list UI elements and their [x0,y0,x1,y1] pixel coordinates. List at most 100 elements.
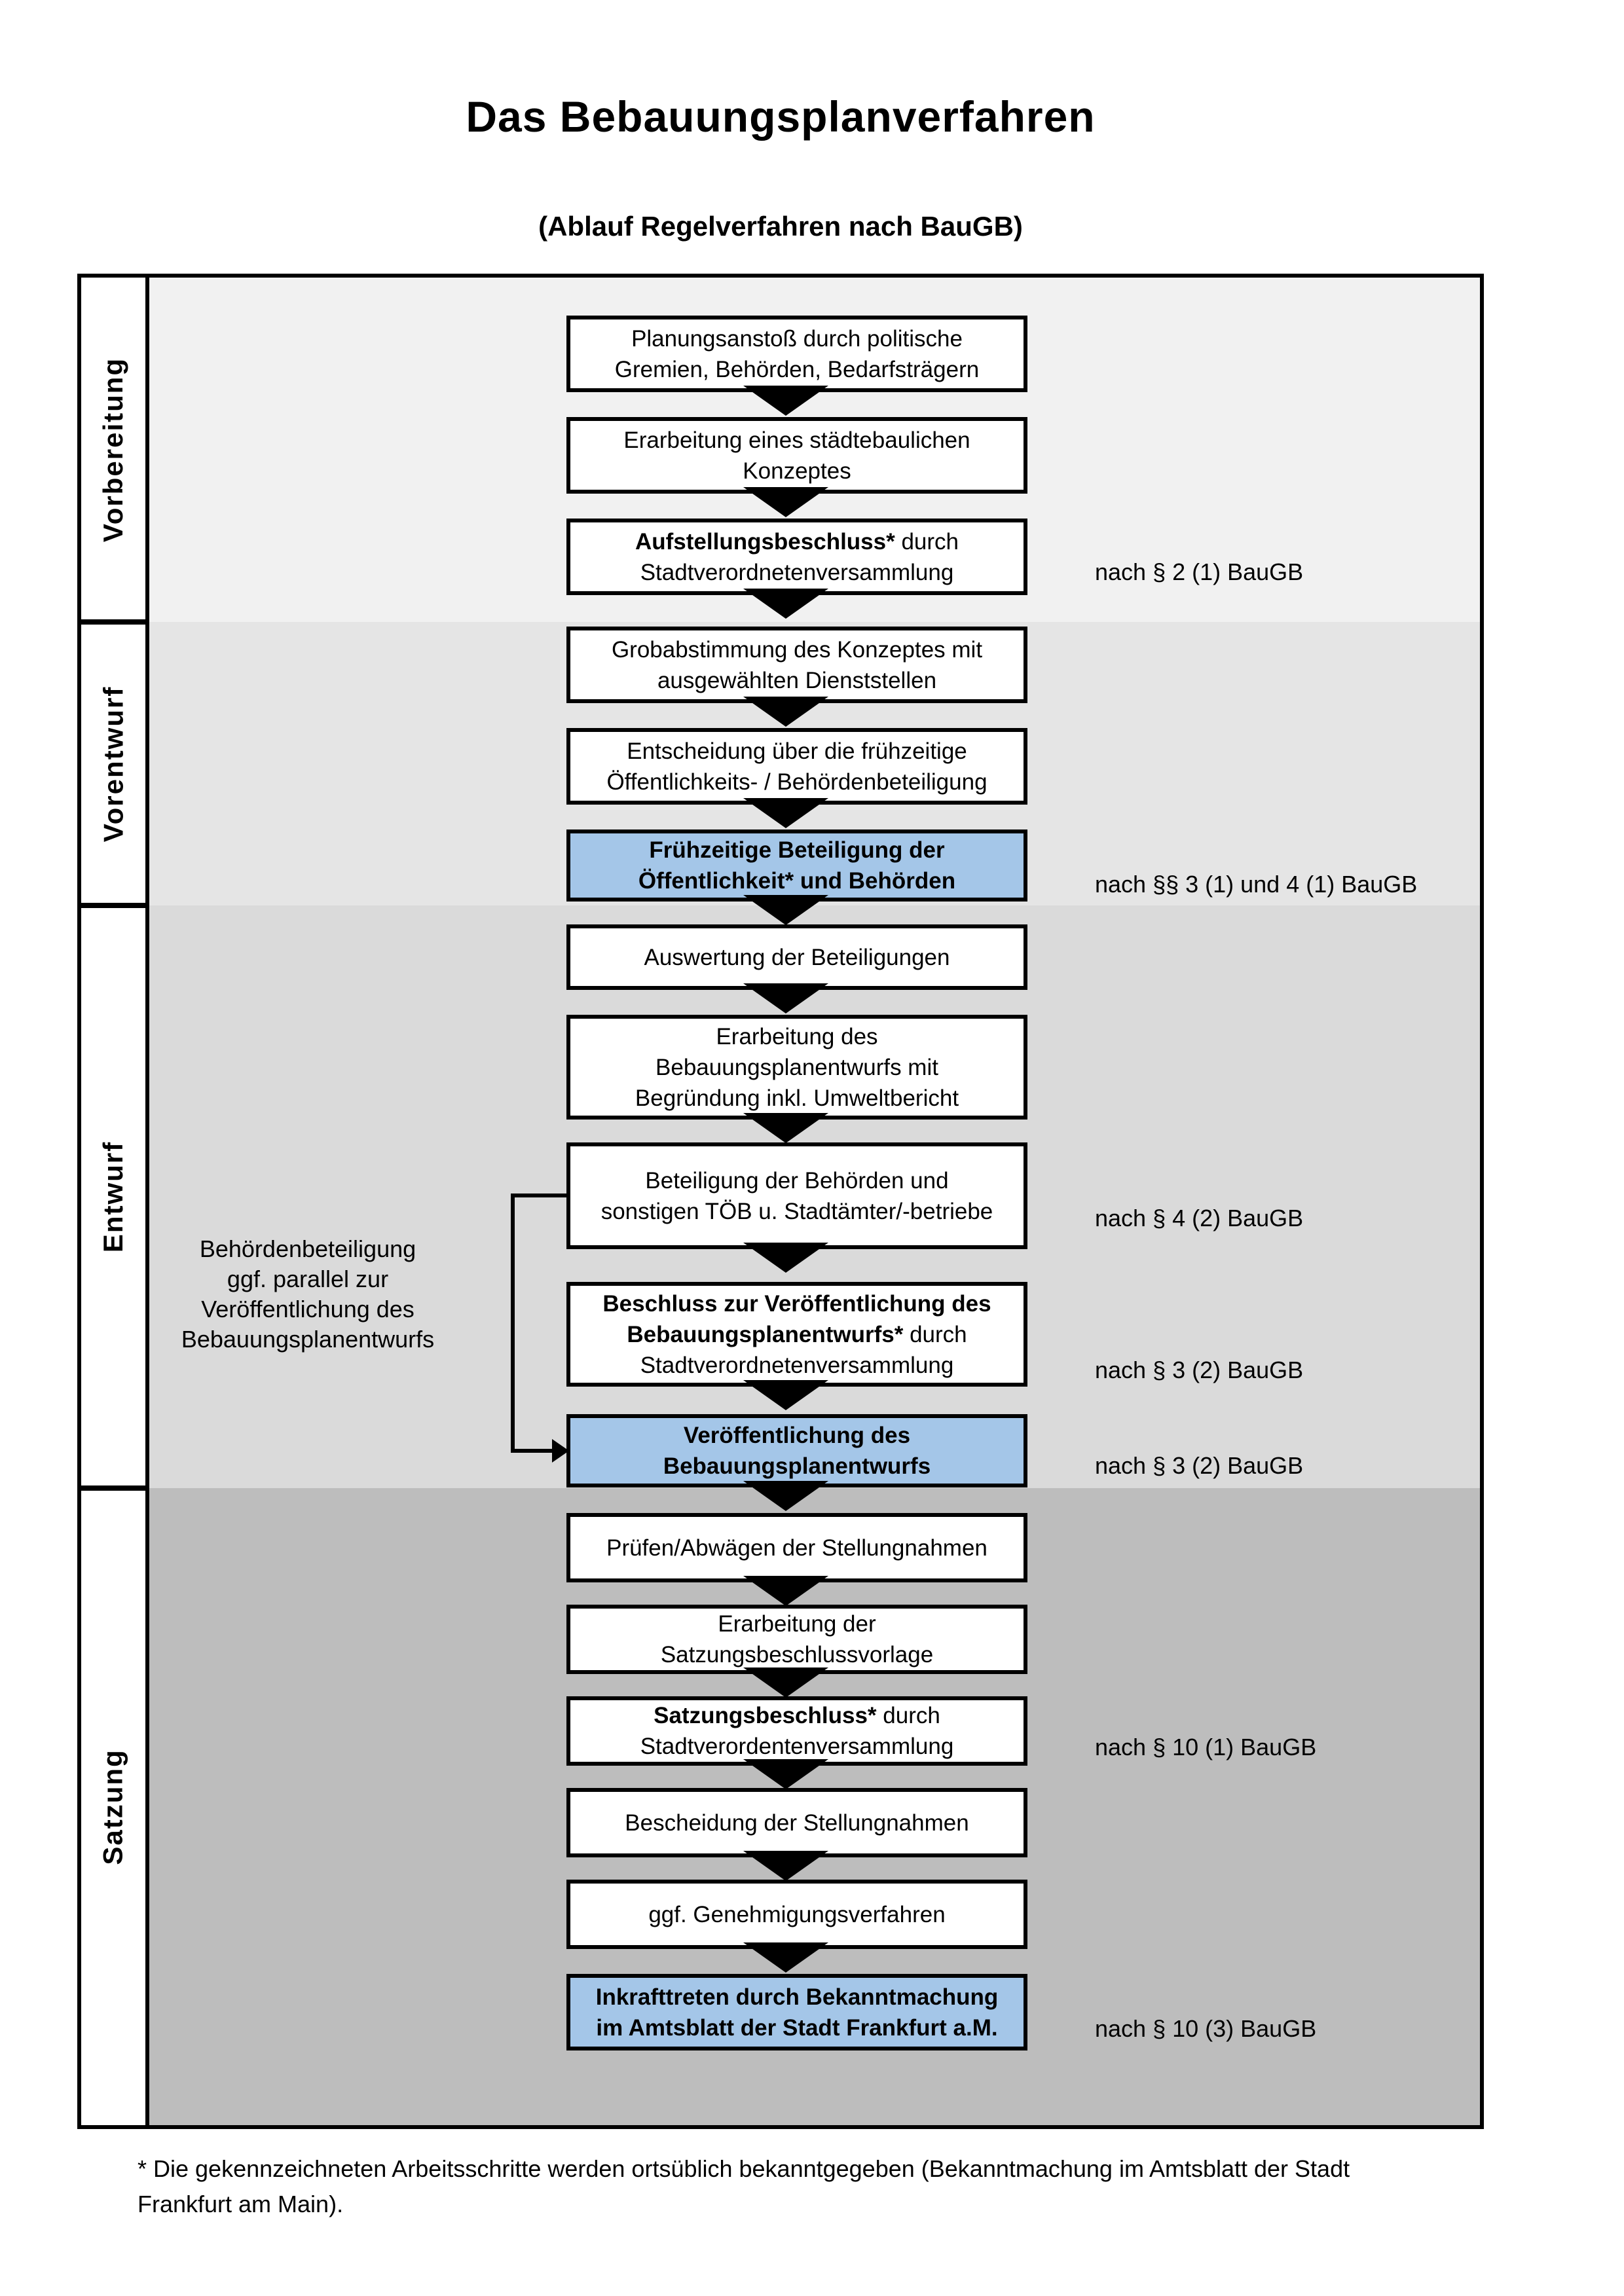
side-note-line: Bebauungsplanentwurfs [181,1326,435,1353]
step-text-line: Gremien, Behörden, Bedarfsträgern [614,356,980,382]
step-text-line: Begründung inkl. Umweltbericht [635,1085,959,1111]
elbow-connector-vertical [511,1194,515,1453]
law-ref-aufstellungsbeschluss: nach § 2 (1) BauGB [1095,558,1304,585]
step-text-line: Frühzeitige Beteiligung der [649,837,945,863]
phase-divider [81,619,149,625]
step-text-line: Stadtverordnetenversammlung [640,559,954,585]
step-text-line: Erarbeitung der [718,1611,876,1637]
law-ref-satzungsbeschluss: nach § 10 (1) BauGB [1095,1734,1317,1760]
step-text-bold: Inkrafttreten [595,1984,729,2010]
down-arrow-icon [743,1481,828,1511]
down-arrow-icon [743,386,828,416]
page-title: Das Bebauungsplanverfahren [466,92,1096,141]
phase-cell-entwurf: Entwurf [81,905,145,1488]
down-arrow-icon [743,1576,828,1606]
step-text-line: Beteiligung der Behörden und [645,1167,949,1194]
down-arrow-icon [743,589,828,619]
step-satzungsbeschluss: Satzungsbeschluss* durch Stadtverordente… [566,1696,1027,1766]
footnote-line: Frankfurt am Main). [138,2191,344,2217]
phase-label-column-border [145,278,149,2125]
step-text-bold: Satzungsbeschluss* [654,1703,877,1728]
phase-label-column [81,278,145,2125]
phase-cell-vorentwurf: Vorentwurf [81,622,145,905]
step-text-line: Bebauungsplanentwurfs* durch [627,1319,967,1350]
step-text-line: im Amtsblatt der Stadt Frankfurt a.M. [596,2014,998,2041]
phase-label-entwurf: Entwurf [98,1140,128,1253]
step-text-rest: durch [895,528,959,555]
down-arrow-icon [743,1243,828,1273]
down-arrow-icon [743,1667,828,1698]
step-bescheidung: Bescheidung der Stellungnahmen [566,1788,1027,1857]
step-text-line: Planungsanstoß durch politische [631,325,963,352]
step-text-line: Bebauungsplanentwurfs mit [655,1054,938,1080]
step-text-line: Öffentlichkeit* und Behörden [638,868,956,894]
right-arrow-icon [552,1439,569,1463]
step-pruefen-abwaegen: Prüfen/Abwägen der Stellungnahmen [566,1513,1027,1582]
step-genehmigungsverfahren: ggf. Genehmigungsverfahren [566,1880,1027,1949]
phase-label-satzung: Satzung [98,1748,129,1865]
step-text-line: Beschluss zur Veröffentlichung des [602,1288,991,1319]
step-text-line: Entscheidung über die frühzeitige [627,738,967,764]
step-beteiligung-behoerden: Beteiligung der Behörden und sonstigen T… [566,1142,1027,1249]
step-text-line: ggf. Genehmigungsverfahren [648,1901,946,1927]
step-aufstellungsbeschluss: Aufstellungsbeschluss* durch Stadtverord… [566,519,1027,595]
step-inkrafttreten: Inkrafttreten durch Bekanntmachung im Am… [566,1974,1027,2050]
flowchart-frame [77,274,1484,2129]
step-text-line: Aufstellungsbeschluss* durch [635,526,959,557]
side-note-line: ggf. parallel zur [227,1266,389,1292]
step-text-line: Veröffentlichung des [683,1423,911,1448]
step-erarbeitung-konzept: Erarbeitung eines städtebaulichen Konzep… [566,417,1027,494]
step-fruehzeitige-beteiligung: Frühzeitige Beteiligung der Öffentlichke… [566,829,1027,902]
side-note-line: Veröffentlichung des [201,1296,415,1322]
step-text-line: Konzeptes [743,458,851,484]
phase-cell-vorbereitung: Vorbereitung [81,278,145,622]
step-text-bold: Bebauungsplanentwurfs* [627,1321,904,1347]
step-text-line: Inkrafttreten durch Bekanntmachung [596,1982,999,2013]
step-text-line: Stadtverordentenversammlung [640,1734,954,1759]
step-grobabstimmung: Grobabstimmung des Konzeptes mit ausgewä… [566,627,1027,703]
step-text-line: Grobabstimmung des Konzeptes mit [611,636,983,663]
side-note-line: Behördenbeteiligung [199,1235,416,1262]
step-text-line: Erarbeitung eines städtebaulichen [623,427,970,453]
step-text-line: Prüfen/Abwägen der Stellungnahmen [606,1535,987,1561]
step-text-line: ausgewählten Dienststellen [657,667,937,693]
phase-divider [81,903,149,908]
down-arrow-icon [743,1942,828,1973]
down-arrow-icon [743,983,828,1013]
elbow-connector-stub-top [511,1194,566,1197]
down-arrow-icon [743,1759,828,1789]
elbow-connector-stub-bottom [511,1449,553,1453]
step-text-rest: durch [876,1703,940,1728]
step-text-line: Öffentlichkeits- / Behördenbeteiligung [606,769,987,795]
step-beschluss-veroeffentlichung: Beschluss zur Veröffentlichung des Bebau… [566,1282,1027,1387]
step-text-bold: Beschluss zur Veröffentlichung des [602,1290,991,1317]
footnote: * Die gekennzeichneten Arbeitsschritte w… [138,2151,1513,2222]
step-text-line: Satzungsbeschluss* durch [654,1700,940,1731]
down-arrow-icon [743,1380,828,1410]
law-ref-inkrafttreten: nach § 10 (3) BauGB [1095,2015,1317,2042]
phase-cell-satzung: Satzung [81,1488,145,2125]
down-arrow-icon [743,1113,828,1143]
step-planungsanstoss: Planungsanstoß durch politische Gremien,… [566,316,1027,392]
step-auswertung-beteiligungen: Auswertung der Beteiligungen [566,924,1027,990]
step-satzungsbeschlussvorlage: Erarbeitung der Satzungsbeschlussvorlage [566,1605,1027,1674]
phase-label-vorentwurf: Vorentwurf [98,685,128,842]
law-ref-fruehzeitige-beteiligung: nach §§ 3 (1) und 4 (1) BauGB [1095,871,1418,898]
step-erarbeitung-entwurf: Erarbeitung des Bebauungsplanentwurfs mi… [566,1015,1027,1120]
step-text-line: Bebauungsplanentwurfs [663,1453,931,1479]
side-note-parallel: Behördenbeteiligung ggf. parallel zur Ve… [157,1234,458,1355]
down-arrow-icon [743,895,828,925]
step-veroeffentlichung-entwurf: Veröffentlichung des Bebauungsplanentwur… [566,1414,1027,1487]
step-text-line: Stadtverordnetenversammlung [640,1352,954,1378]
step-text-line: Bescheidung der Stellungnahmen [625,1810,969,1836]
down-arrow-icon [743,697,828,727]
step-text-bold: Aufstellungsbeschluss* [635,528,895,555]
phase-label-vorbereitung: Vorbereitung [98,357,129,543]
footnote-line: * Die gekennzeichneten Arbeitsschritte w… [138,2155,1350,2182]
down-arrow-icon [743,1851,828,1881]
step-text-line: Erarbeitung des [716,1023,878,1049]
step-text-line: sonstigen TÖB u. Stadtämter/-betriebe [600,1198,993,1224]
law-ref-behoerdenbeteiligung: nach § 4 (2) BauGB [1095,1205,1304,1231]
step-text-line: Auswertung der Beteiligungen [644,944,950,970]
step-text-rest: durch [903,1321,967,1347]
